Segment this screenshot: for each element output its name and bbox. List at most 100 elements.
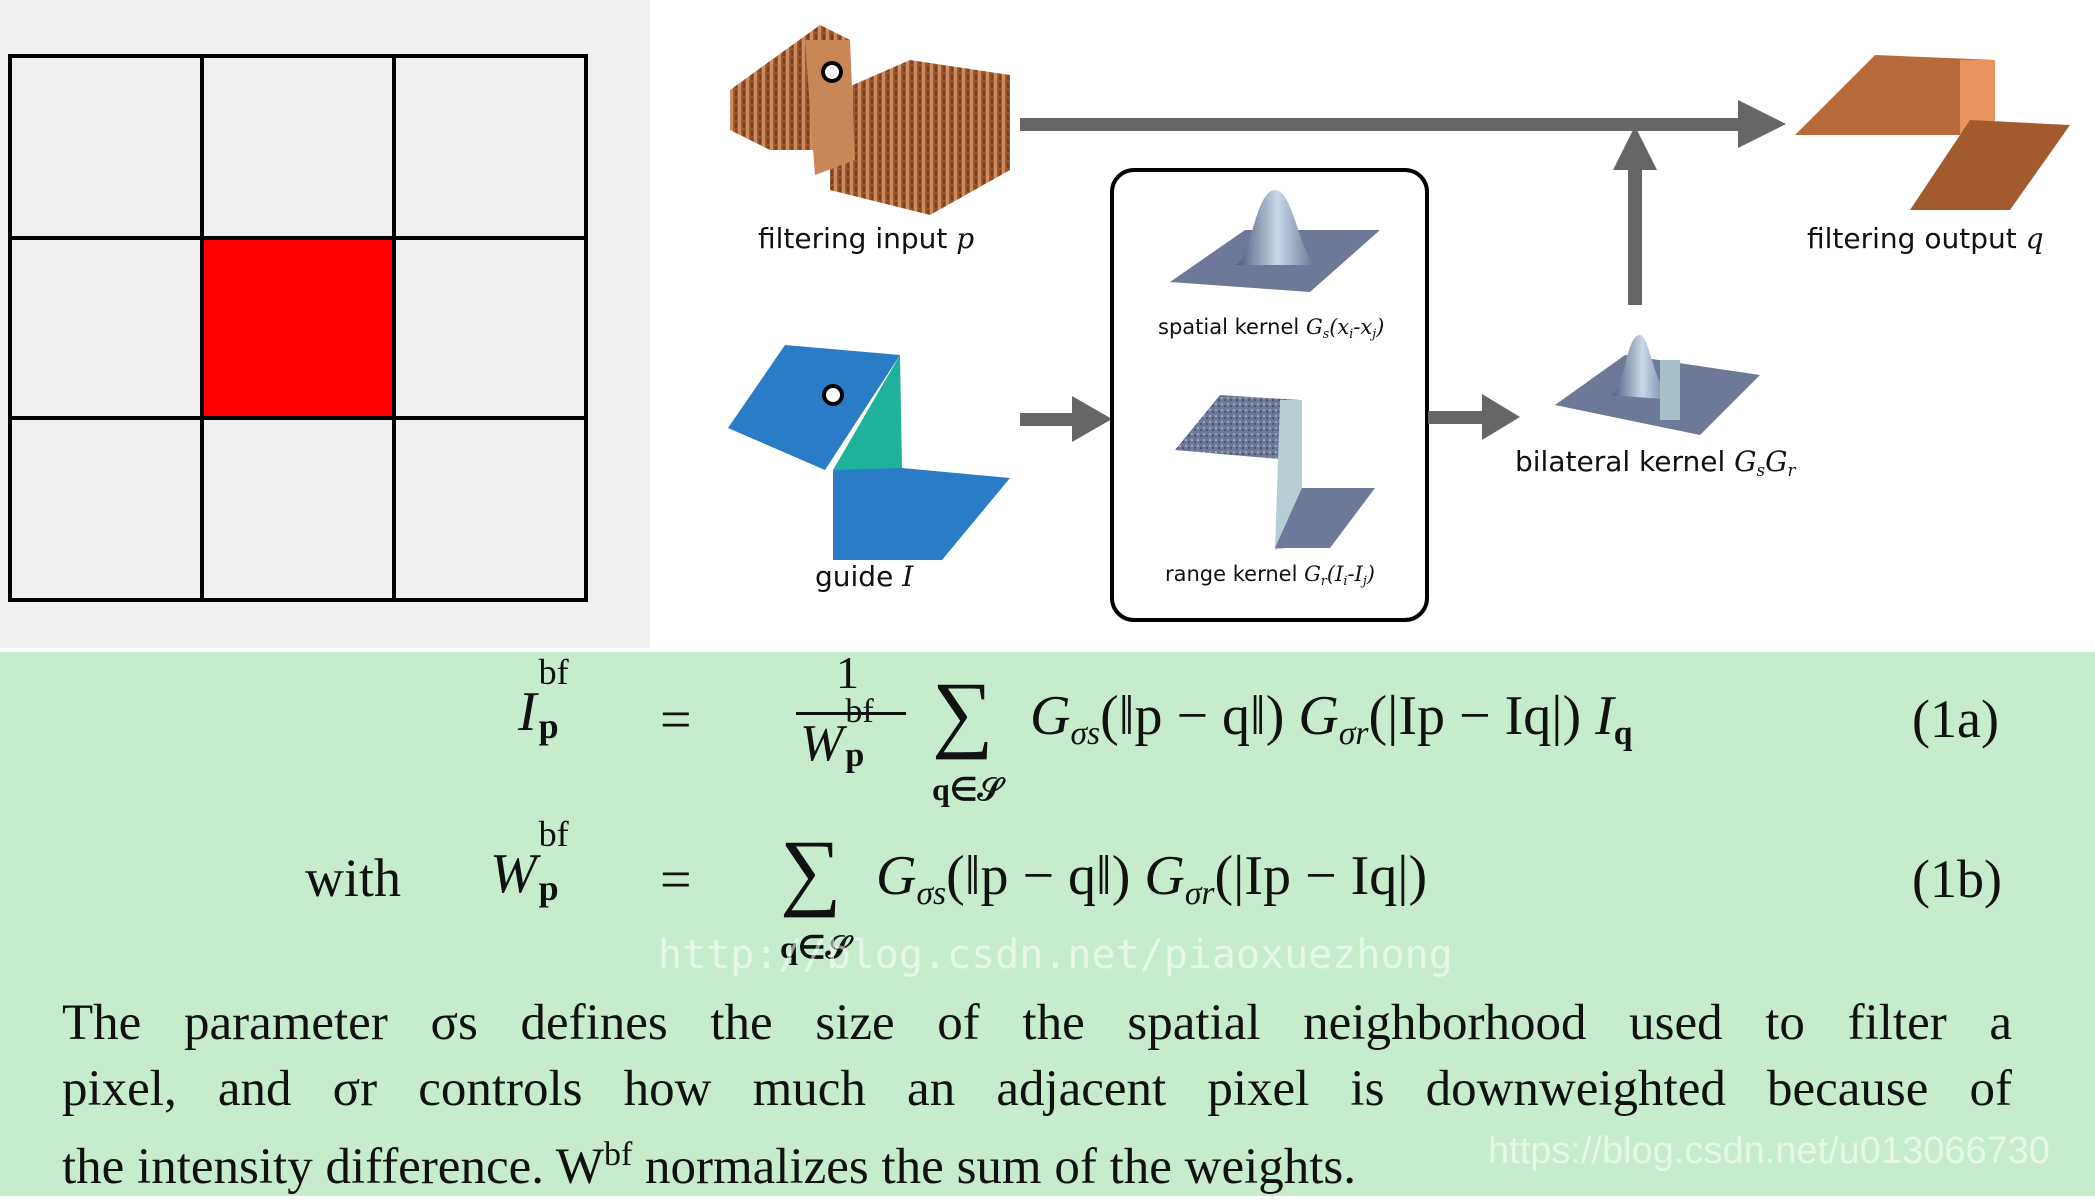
range-arg-j: j <box>1362 572 1367 588</box>
eq2-label: (1b) <box>1912 849 2002 909</box>
bilateral-s: s <box>1756 460 1766 481</box>
grid-panel <box>0 0 650 648</box>
guide-label: guide <box>815 560 894 593</box>
eq1-den-W: W <box>800 715 844 772</box>
spatial-arg: (x <box>1329 315 1350 339</box>
watermark-bottom: https://blog.csdn.net/u013066730 <box>1488 1130 2051 1172</box>
arrow-icon <box>1428 394 1520 440</box>
eq1-gr-sub: σr <box>1338 715 1369 753</box>
arrow-icon <box>1020 396 1112 442</box>
eq2-lhs-sub: p <box>538 868 559 908</box>
output-label: filtering output <box>1807 222 2017 255</box>
bilateral-r: r <box>1787 460 1796 481</box>
gaussian-bump-icon <box>1170 190 1380 292</box>
output-var: q <box>2025 222 2044 255</box>
range-arg-i: i <box>1343 572 1348 588</box>
eq1-Iq-sub: q <box>1613 715 1633 753</box>
paragraph-line-1: The parameter σs defines the size of the… <box>62 995 2012 1051</box>
spatial-arg-i: i <box>1349 325 1354 341</box>
eq1-den-sup: bf <box>845 693 874 730</box>
noisy-step-icon <box>1175 395 1375 550</box>
grid-lines <box>8 54 588 602</box>
paragraph-line-3b: normalizes the sum of the weights. <box>632 1139 1357 1195</box>
bilateral-caption: bilateral kernel GsGr <box>1515 445 1796 480</box>
eq1-gs-sub: σs <box>1070 715 1101 753</box>
watermark-center: http://blog.csdn.net/piaoxuezhong <box>658 932 1453 978</box>
input-label: filtering input <box>758 222 948 255</box>
eq1-G2: G <box>1298 685 1339 747</box>
paragraph-line-3-sup: bf <box>603 1136 633 1173</box>
noisy-surface-icon <box>730 25 1010 215</box>
spatial-arg-end: ) <box>1376 315 1385 339</box>
eq2-norm-arg: (‖p − q‖) <box>946 845 1131 907</box>
eq2-body: Gσs(‖p − q‖) Gσr(|Ip − Iq|) <box>876 844 1427 913</box>
input-caption: filtering input p <box>758 222 974 255</box>
range-label: range kernel <box>1165 562 1298 586</box>
eq2-gs-sub: σs <box>916 875 947 913</box>
eq2-equals: = <box>660 849 692 911</box>
eq1-abs-arg: (|Ip − Iq|) <box>1368 685 1582 747</box>
range-arg-mid: -I <box>1347 562 1363 586</box>
range-func: G <box>1304 562 1321 586</box>
eq1-lhs-sub: p <box>538 706 559 746</box>
bilateral-filter-diagram: filtering input p filtering output q gui… <box>650 0 2095 652</box>
output-caption: filtering output q <box>1807 222 2044 255</box>
range-caption: range kernel Gr(Ii-Ij) <box>1165 562 1375 588</box>
eq2-with: with <box>305 848 402 908</box>
bilateral-g1: G <box>1734 445 1757 478</box>
range-sub: r <box>1320 572 1327 588</box>
spatial-sub: s <box>1322 325 1330 341</box>
eq2-G2: G <box>1144 845 1185 907</box>
arrow-icon <box>1020 100 1786 148</box>
eq1-den-sub: p <box>845 737 865 774</box>
step-surface-icon <box>728 345 1010 560</box>
diagram-graphics <box>728 25 2070 622</box>
output-surface-icon <box>1795 55 2070 210</box>
eq1-numerator: 1 <box>836 647 859 698</box>
eq2-G1: G <box>876 845 917 907</box>
spatial-arg-mid: -x <box>1353 315 1373 339</box>
eq1-sum-sub: q∈𝒮 <box>932 771 1003 807</box>
eq2-sum-sign: ∑ <box>780 822 842 918</box>
fraction-bar <box>796 712 906 715</box>
eq2-gr-sub: σr <box>1184 875 1215 913</box>
pixel-grid <box>8 54 588 602</box>
paragraph-line-3: the intensity difference. Wbf normalizes… <box>62 1122 2012 1200</box>
eq1-equals: = <box>660 689 692 751</box>
eq1-lhs-sup: bf <box>538 652 569 692</box>
gaussian-bump-icon <box>1555 335 1760 435</box>
eq1-body: Gσs(‖p − q‖) Gσr(|Ip − Iq|) Iq <box>1030 684 1632 753</box>
eq2-lhs: W bf p <box>490 814 569 908</box>
eq1-label: (1a) <box>1912 689 1999 749</box>
bilateral-label: bilateral kernel <box>1515 445 1726 478</box>
paragraph-line-3a: the intensity difference. W <box>62 1139 604 1195</box>
eq1-lhs-I: I <box>518 681 537 743</box>
range-arg-end: ) <box>1366 562 1375 586</box>
arrow-icon <box>1613 126 1657 305</box>
bilateral-g2: G <box>1765 445 1788 478</box>
eq1-denominator: W bf p <box>800 693 874 774</box>
center-pixel-cell <box>202 238 394 418</box>
eq1-sum-sign: ∑ <box>932 664 994 760</box>
eq2-lhs-sup: bf <box>538 814 569 854</box>
formula-panel: I bf p = 1 W bf p ∑ q∈𝒮 Gσs(‖p − q‖) Gσr… <box>0 647 2095 1196</box>
description-paragraph: The parameter σs defines the size of the… <box>62 990 2012 1200</box>
eq1-G1: G <box>1030 685 1071 747</box>
spatial-label: spatial kernel <box>1158 315 1300 339</box>
paragraph-line-2: pixel, and σr controls how much an adjac… <box>62 1061 2012 1117</box>
spatial-caption: spatial kernel Gs(xi-xj) <box>1158 315 1384 341</box>
spatial-arg-j: j <box>1372 325 1377 341</box>
probe-dot-icon <box>821 61 843 83</box>
eq2-abs-arg: (|Ip − Iq|) <box>1214 845 1428 907</box>
eq1-norm-arg: (‖p − q‖) <box>1100 685 1285 747</box>
eq1-lhs: I bf p <box>518 652 569 746</box>
guide-caption: guide I <box>815 560 913 593</box>
input-var: p <box>956 222 975 255</box>
eq1-Iq: I <box>1595 685 1614 747</box>
eq2-lhs-W: W <box>490 843 537 905</box>
range-arg: (I <box>1326 562 1344 586</box>
probe-dot-icon <box>822 384 844 406</box>
eq2-sum-sub: q∈𝒮 <box>780 929 851 965</box>
spatial-func: G <box>1305 315 1323 339</box>
guide-var: I <box>902 560 914 593</box>
